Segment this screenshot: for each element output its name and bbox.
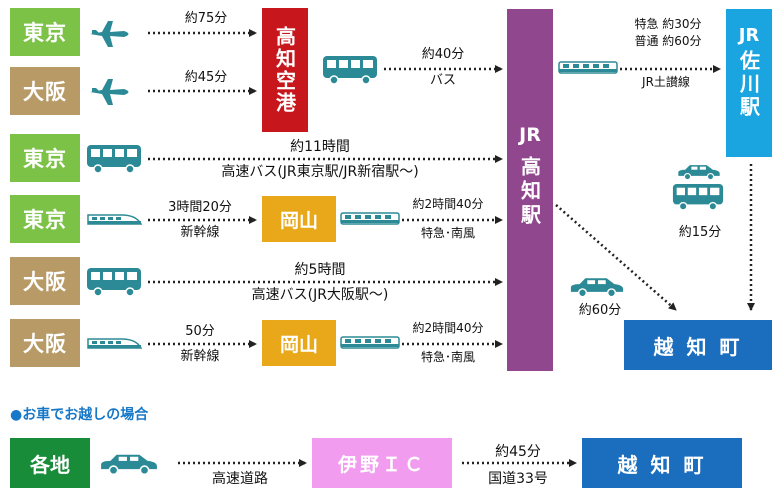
jr-sakawa-jr-label: JR: [738, 25, 760, 46]
origin-tokyo-3: 東京: [10, 195, 80, 243]
label-airport-bus-time: 約40分: [421, 47, 465, 62]
label-airport-bus-mode: バス: [429, 73, 457, 88]
car-icon: [570, 278, 624, 298]
label-tokyo-bus-route: 高速バス(JR東京駅/JR新宿駅～): [221, 164, 419, 180]
origin-osaka-1: 大阪: [10, 67, 80, 115]
label-osaka-shinkansen-time: 50分: [185, 324, 215, 339]
train-icon: [340, 336, 400, 349]
jr-kochi-jr-label: JR: [519, 124, 541, 146]
origin-osaka-2: 大阪: [10, 257, 80, 305]
train-icon: [558, 61, 618, 74]
car-icon: [678, 165, 720, 181]
ino-ic-box: 伊野ＩＣ: [312, 438, 452, 488]
label-car-time: 約45分: [495, 444, 541, 460]
bus-icon: [87, 268, 141, 297]
jr-kochi-station-box: JR 高知駅: [507, 9, 553, 371]
jr-kochi-name: 高知駅: [517, 156, 542, 228]
label-sakawa-bus-time: 約15分: [678, 225, 722, 240]
airplane-icon: [90, 21, 129, 47]
train-icon: [340, 212, 400, 225]
label-local-time: 普通 約60分: [634, 34, 702, 48]
origin-osaka-3: 大阪: [10, 319, 80, 367]
kochi-airport-box: 高知空港: [262, 8, 308, 132]
label-tokyo-bus-time: 約11時間: [290, 139, 350, 155]
bus-icon: [323, 56, 377, 85]
jr-sakawa-name: 佐川駅: [736, 50, 761, 119]
label-expressway: 高速道路: [212, 471, 268, 487]
label-express-nanpu-1: 特急･南風: [420, 226, 476, 240]
label-tokyo-flight: 約75分: [184, 11, 228, 26]
okayama-box-1: 岡山: [262, 196, 336, 242]
airplane-icon: [90, 79, 129, 105]
label-okayama-express-time-2: 約2時間40分: [412, 321, 484, 335]
label-osaka-flight: 約45分: [184, 70, 228, 85]
ochi-town-box-2: 越 知 町: [582, 438, 742, 488]
shinkansen-icon: [87, 338, 142, 349]
label-osaka-bus-time: 約5時間: [294, 262, 346, 278]
label-kochi-car-time: 約60分: [578, 303, 622, 318]
car-section-heading: ●お車でお越しの場合: [10, 407, 149, 423]
label-okayama-express-time-1: 約2時間40分: [412, 197, 484, 211]
label-osaka-bus-route: 高速バス(JR大阪駅～): [251, 287, 389, 303]
jr-sakawa-station-box: JR 佐川駅: [726, 9, 772, 157]
label-tokyo-shinkansen-time: 3時間20分: [168, 200, 232, 215]
label-route-33: 国道33号: [488, 471, 548, 487]
label-shinkansen-2: 新幹線: [180, 349, 220, 364]
car-origin-box: 各地: [10, 438, 90, 488]
bus-icon: [87, 145, 141, 174]
label-express-nanpu-2: 特急･南風: [420, 350, 476, 364]
shinkansen-icon: [87, 214, 142, 225]
origin-tokyo-1: 東京: [10, 8, 80, 56]
okayama-box-2: 岡山: [262, 320, 336, 366]
ochi-town-box-1: 越 知 町: [624, 320, 772, 370]
label-dosan-line: JR土讃線: [642, 75, 690, 89]
label-limited-express-time: 特急 約30分: [634, 17, 702, 31]
car-icon: [101, 454, 157, 476]
label-shinkansen-1: 新幹線: [180, 225, 220, 240]
arrow-kochi-ochi: [555, 204, 677, 311]
bus-icon: [672, 184, 724, 211]
origin-tokyo-2: 東京: [10, 134, 80, 182]
